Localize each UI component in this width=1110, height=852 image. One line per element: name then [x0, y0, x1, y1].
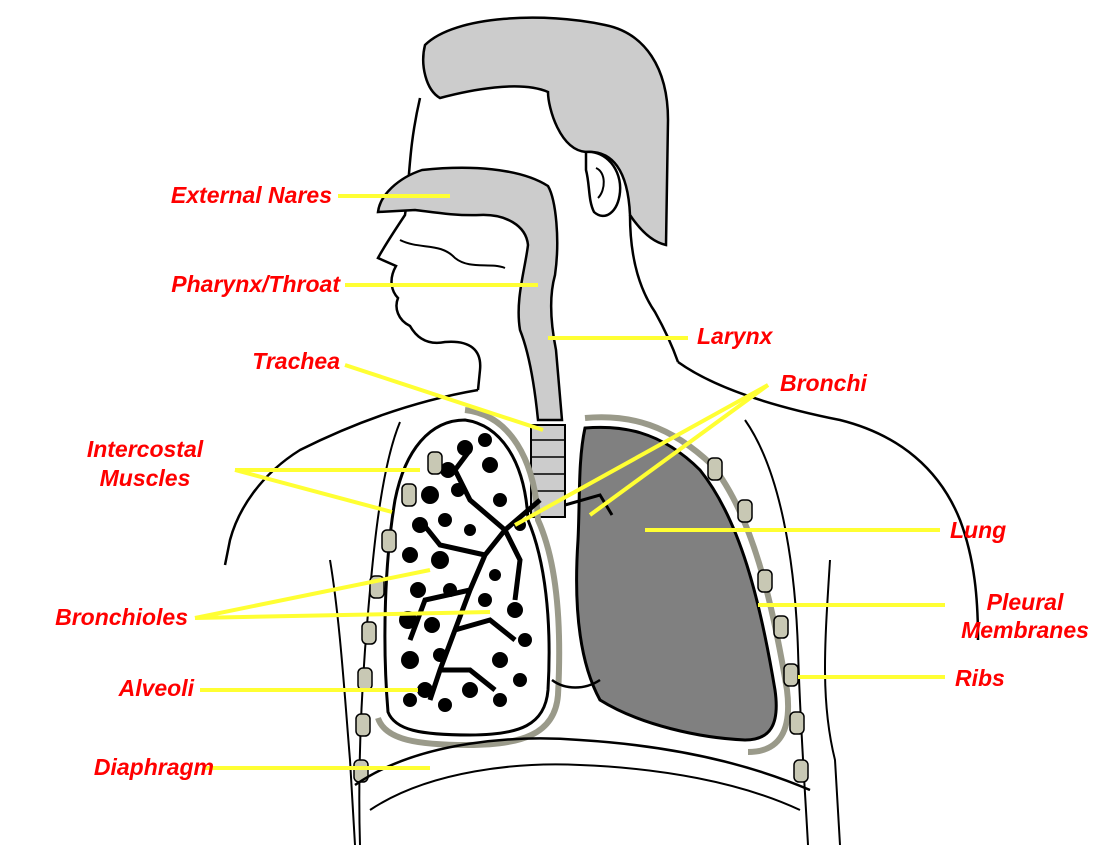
label-lung: Lung [950, 518, 1006, 542]
label-trachea: Trachea [180, 349, 340, 373]
arm-right [825, 560, 840, 845]
leader-trachea [345, 365, 543, 430]
label-diaphragm: Diaphragm [20, 755, 214, 779]
airway-passage [378, 168, 562, 420]
label-intercostal-1: Intercostal [60, 437, 230, 461]
head-outline [378, 98, 480, 390]
label-ribs: Ribs [955, 666, 1005, 690]
label-pharynx: Pharynx/Throat [100, 272, 340, 296]
label-alveoli: Alveoli [40, 676, 194, 700]
label-bronchi: Bronchi [780, 371, 867, 395]
leader-intercostal-2 [235, 470, 392, 512]
label-larynx: Larynx [697, 324, 772, 348]
label-pleural-1: Pleural [950, 590, 1100, 614]
mouth [400, 240, 505, 268]
diaphragm-inner [370, 764, 800, 810]
label-bronchioles: Bronchioles [0, 605, 188, 629]
label-external-nares: External Nares [100, 183, 332, 207]
label-intercostal-2: Muscles [60, 466, 230, 490]
label-pleural-2: Membranes [950, 618, 1100, 642]
arm-left [330, 560, 355, 845]
